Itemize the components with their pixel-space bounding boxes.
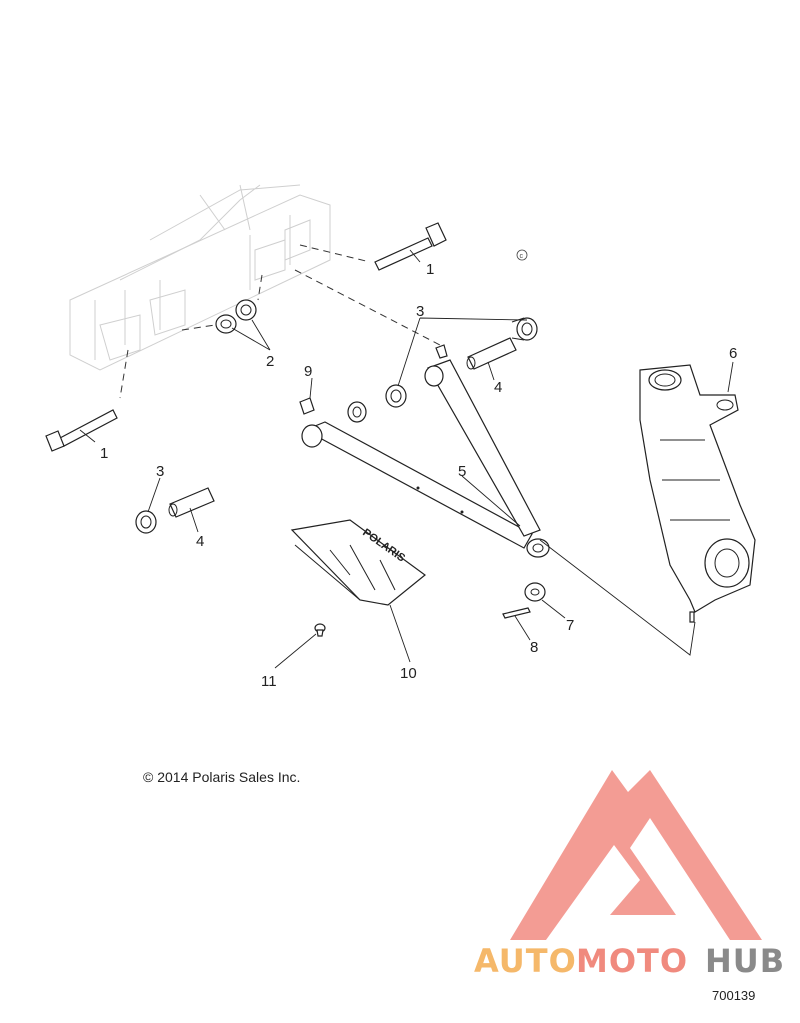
callout-6: 6 (729, 345, 737, 362)
bolt-lower (45, 409, 118, 452)
callout-10: 10 (400, 665, 417, 682)
frame-outline (69, 184, 331, 371)
copyright-text: © 2014 Polaris Sales Inc. (143, 769, 300, 785)
bolt-upper (374, 222, 447, 271)
nut-pair (215, 299, 257, 334)
castle-nut (524, 582, 546, 602)
callout-7: 7 (566, 617, 574, 634)
leader-lines (79, 249, 734, 669)
watermark-logo (510, 770, 762, 940)
grease-fitting-right (435, 344, 448, 359)
callout-4-upper: 4 (494, 379, 502, 396)
callout-3-lower: 3 (156, 463, 164, 480)
cotter-pin (502, 607, 531, 619)
callout-1-lower: 1 (100, 445, 108, 462)
skid-plate: POLARIS (290, 519, 426, 606)
callout-4-lower: 4 (196, 533, 204, 550)
watermark-text-hub: HUB (705, 942, 785, 980)
spindle-knuckle (639, 364, 756, 623)
a-arm (301, 359, 550, 558)
callout-labels: 1 1 2 3 3 4 4 5 6 7 8 9 10 11 (100, 261, 737, 690)
bushing-upper-right (511, 317, 538, 341)
callout-3-upper: 3 (416, 303, 424, 320)
sleeve-lower (168, 487, 215, 518)
svg-text:c: c (520, 253, 524, 260)
bushing-mid (385, 384, 407, 408)
sleeve-upper (466, 337, 517, 370)
callout-2: 2 (266, 353, 274, 370)
assembly-lines (119, 244, 441, 399)
callout-11: 11 (261, 673, 277, 690)
watermark-text-moto: MOTO (576, 942, 688, 980)
bushing-arm-front (347, 401, 367, 423)
callout-8: 8 (530, 639, 538, 656)
callout-5: 5 (458, 463, 466, 480)
watermark-text-auto: AUTO (474, 942, 577, 980)
callout-9: 9 (304, 363, 312, 380)
grease-fitting-left (299, 397, 315, 415)
bushing-left (135, 510, 157, 534)
screw (314, 623, 326, 637)
callout-1-upper: 1 (426, 261, 434, 278)
copyright-mark: c (516, 249, 528, 261)
diagram-id: 700139 (712, 988, 755, 1003)
